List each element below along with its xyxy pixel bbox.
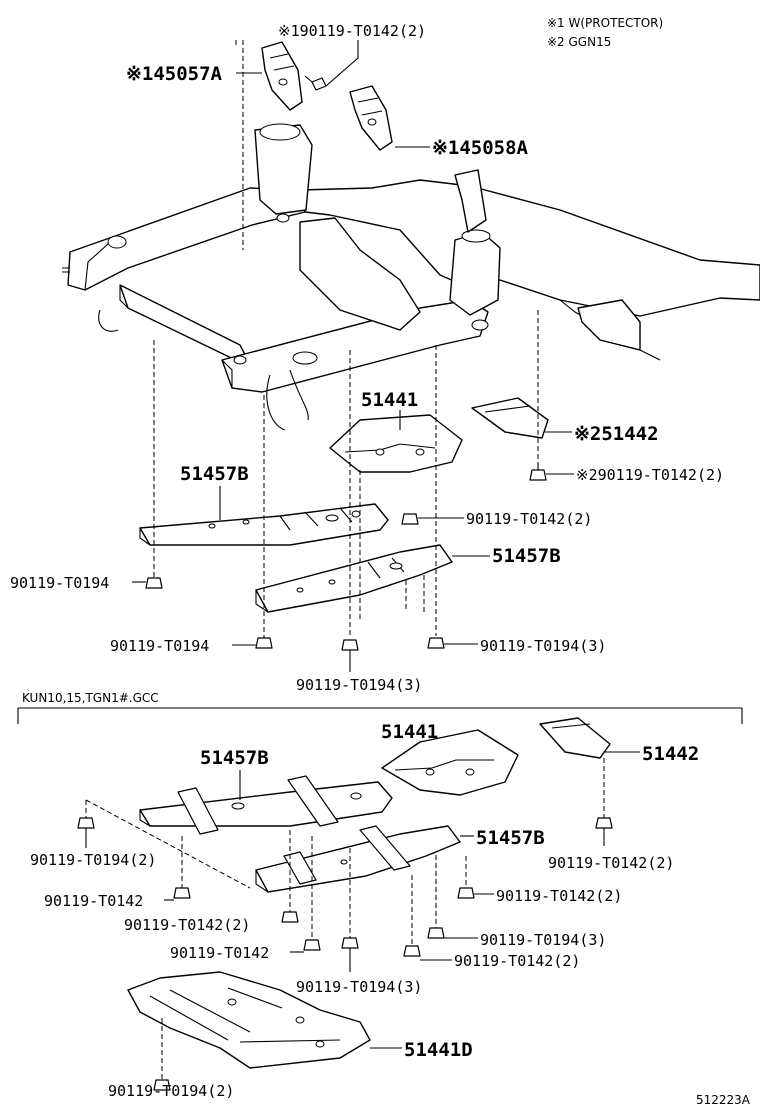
bolt-lower-t0142-left: [173, 887, 191, 899]
protector-45058a: [349, 85, 393, 151]
label-bolt-lower-t0194-3-center: 90119-T0194(3): [296, 978, 422, 996]
plate-51442-upper: [471, 397, 549, 439]
label-bolt-mid: 90119-T0142(2): [466, 510, 592, 528]
label-part-51457b-upper-b: 51457B: [492, 545, 561, 567]
bolt-icon: [304, 75, 327, 91]
bolt-lower-51442: [595, 817, 613, 829]
chassis-frame: [62, 123, 760, 431]
label-bolt-t0194-left: 90119-T0194: [10, 574, 109, 592]
bolt-mid: [401, 513, 419, 525]
label-bolt-lower-t0142-right2: 90119-T0142(2): [496, 887, 622, 905]
bolt-t0194-bottom: [341, 639, 359, 651]
label-bolt-51442: ※290119-T0142(2): [576, 466, 724, 484]
bolt-lower-t0142-right3: [403, 945, 421, 957]
label-part-51457b-lower-a: 51457B: [200, 747, 269, 769]
bolt-51442: [529, 462, 547, 481]
section-caption: KUN10,15,TGN1#.GCC: [22, 691, 159, 705]
bolt-lower-t0142-mid: [281, 911, 299, 923]
label-bolt-t0194-bottom: 90119-T0194(3): [296, 676, 422, 694]
bolt-lower-t0194-right: [427, 927, 445, 939]
crossmember-51457b-lower-rear: [255, 825, 461, 893]
label-part-51442-upper: ※251442: [574, 423, 659, 445]
bolt-t0194-center: [255, 637, 273, 649]
label-part-51457b-upper-a: 51457B: [180, 463, 249, 485]
note-ggn15: ※2 GGN15: [547, 35, 611, 49]
plate-51441-lower: [381, 729, 519, 796]
plate-51442-lower: [539, 717, 611, 759]
label-bolt-lower-t0142-mid: 90119-T0142(2): [124, 916, 250, 934]
label-bolt-t0194-center: 90119-T0194: [110, 637, 209, 655]
label-bolt-lower-t0142-left: 90119-T0142: [44, 892, 143, 910]
label-part-51442-lower: 51442: [642, 743, 699, 765]
bolt-lower-t0194-center: [341, 937, 359, 949]
figure-code: 512223A: [696, 1093, 751, 1107]
bolt-lower-t0142-right2: [457, 887, 475, 899]
bolt-lower-t0194-bottom: [153, 1079, 171, 1091]
label-part-45058a: ※145058A: [432, 137, 529, 159]
bolt-lower-t0194-left: [77, 817, 95, 829]
label-part-45057a: ※145057A: [126, 63, 223, 85]
note-w-protector: ※1 W(PROTECTOR): [547, 16, 663, 30]
label-bolt-lower-t0142-right: 90119-T0142(2): [548, 854, 674, 872]
bolt-t0194-right: [427, 637, 445, 649]
bolt-lower-t0142-center: [303, 939, 321, 951]
label-part-51457b-lower-b: 51457B: [476, 827, 545, 849]
label-part-51441-lower: 51441: [381, 721, 438, 743]
label-part-51441-upper: 51441: [361, 389, 418, 411]
skid-plate-51441d: [127, 971, 371, 1069]
plate-51441-upper: [329, 414, 463, 473]
label-part-51441d: 51441D: [404, 1039, 473, 1061]
label-bolt-lower-t0142-2-right3: 90119-T0142(2): [454, 952, 580, 970]
label-bolt-t0194-right: 90119-T0194(3): [480, 637, 606, 655]
label-bolt-lower-t0142-center: 90119-T0142: [170, 944, 269, 962]
label-bolt-lower-t0194-3-right: 90119-T0194(3): [480, 931, 606, 949]
label-bolt-lower-t0194-2-bottom: 90119-T0194(2): [108, 1082, 234, 1100]
crossmember-51457b-lower-front: [139, 775, 393, 835]
protector-45057a: [261, 41, 303, 111]
label-bolt-90119-t0142-top: ※190119-T0142(2): [278, 22, 426, 40]
bolt-t0194-left: [145, 577, 163, 589]
label-bolt-lower-t0194-2-left: 90119-T0194(2): [30, 851, 156, 869]
crossmember-51457b-rear: [255, 544, 453, 613]
